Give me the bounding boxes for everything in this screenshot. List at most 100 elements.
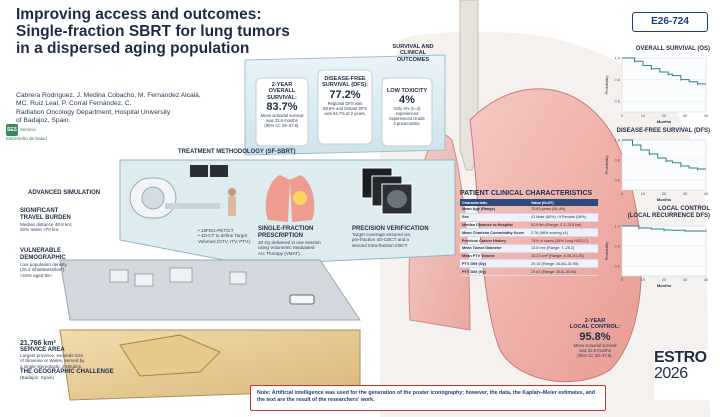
outcomes-heading: SURVIVAL AND CLINICAL OUTCOMES — [392, 44, 434, 63]
table-cell: 2.76 (96% scoring ≥1) — [529, 228, 598, 238]
os-chart-title: OVERALL SURVIVAL (OS) — [635, 46, 710, 52]
x-axis-label: Months — [657, 197, 672, 202]
x-tick-label: 10 — [641, 277, 646, 282]
os-card-title: 2-YEAR OVERALL SURVIVAL: — [267, 82, 297, 101]
ses-logo-text: Servicio Extremeño de Salud — [6, 127, 47, 141]
x-tick-label: 30 — [683, 113, 688, 118]
table-cell: Sex — [460, 213, 529, 222]
x-tick-label: 0 — [621, 113, 624, 118]
x-tick-label: 20 — [662, 191, 667, 196]
x-tick-label: 10 — [641, 113, 646, 118]
poster-title: Improving access and outcomes: Single-fr… — [16, 6, 290, 57]
table-row: PTV D99 (Gy)29.16 (Range: 26.86–31.95) — [460, 259, 598, 269]
ai-disclaimer-note: Note: Artificial intelligence was used f… — [250, 385, 606, 411]
geographic-subtitle: (Badajoz, Spain) — [20, 375, 54, 381]
demographic-block: VULNERABLE DEMOGRAPHIC Low population de… — [20, 248, 110, 278]
verification-block: PRECISION VERIFICATION Target coverage e… — [352, 226, 452, 248]
bus — [289, 294, 315, 305]
y-tick-label: 0.6 — [614, 264, 620, 269]
y-tick-label: 0.8 — [614, 77, 620, 82]
travel-desc: Median distance 48.8 km; 20% travel >70 … — [20, 222, 73, 233]
table-cell: Previous Cancer History — [460, 236, 529, 245]
ct-scanner — [129, 177, 220, 219]
x-tick-label: 40 — [704, 113, 709, 118]
local-control-block: 2-YEAR LOCAL CONTROL: 95.8% Mean actuari… — [550, 318, 640, 358]
service-area-value: 21,766 km² — [20, 340, 56, 347]
travel-title: SIGNIFICANT TRAVEL BURDEN — [20, 208, 71, 221]
patient-characteristics-table: PATIENT CLINICAL CHARACTERISTICS Charact… — [460, 190, 598, 277]
service-area-title: SERVICE AREA — [20, 347, 65, 353]
monitor-1 — [190, 165, 208, 177]
poster-code-badge: E26-724 — [632, 12, 708, 32]
x-axis-label: Months — [657, 283, 672, 288]
prescription-block: SINGLE-FRACTION PRESCRIPTION 30 Gy deliv… — [258, 226, 348, 256]
local-control-desc: Mean actuarial survival was 33.6 months … — [573, 342, 617, 358]
table-cell: Mean Age (Range) — [460, 206, 529, 214]
table-cell: PTV D69 (Gy) — [460, 267, 529, 277]
plot-area — [621, 57, 707, 113]
os-card-content: 2-YEAR OVERALL SURVIVAL: 83.7% Mean actu… — [256, 82, 308, 128]
plot-area — [621, 225, 707, 277]
y-axis-label: Probability — [604, 76, 609, 95]
table-cell: 41 Male (80%) / 9 Female (18%) — [529, 213, 598, 222]
monitor-2 — [210, 165, 228, 177]
dfs-card-value: 77.2% — [329, 88, 361, 101]
os-card — [255, 77, 309, 147]
travel-block: SIGNIFICANT TRAVEL BURDEN Median distanc… — [20, 208, 110, 233]
demographic-title: VULNERABLE DEMOGRAPHIC — [20, 248, 66, 261]
table-cell: 75.83 years (49–89) — [529, 206, 598, 214]
y-axis-label: Probability — [604, 242, 609, 261]
local-control-value: 95.8% — [579, 330, 611, 343]
table-cell: Median Distance to Hospital — [460, 221, 529, 230]
dfs-chart-title: DISEASE-FREE SURVIVAL (DFS) — [616, 128, 710, 134]
prescription-lungs — [265, 175, 315, 222]
x-tick-label: 20 — [662, 113, 667, 118]
tox-card — [381, 77, 433, 147]
table-cell: 52.9 km (Range: 2.1–215 km) — [529, 221, 598, 230]
y-tick-label: 1.0 — [614, 138, 620, 143]
x-tick-label: 20 — [662, 277, 667, 282]
y-tick-label: 0.6 — [614, 178, 620, 183]
table-cell: 29.16 (Range: 26.86–31.95) — [529, 259, 598, 269]
table-cell: Mean Tumor Diameter — [460, 244, 529, 253]
prescription-desc: 30 Gy delivered in one session using Vol… — [258, 240, 321, 256]
os-card-desc: Mean actuarial survival was 33.6 months … — [260, 113, 304, 129]
y-tick-label: 0.8 — [614, 244, 620, 249]
y-tick-label: 0.8 — [614, 158, 620, 163]
y-tick-label: 1.0 — [614, 224, 620, 229]
tox-card-title: LOW TOXICITY — [386, 88, 428, 94]
x-tick-label: 40 — [704, 191, 709, 196]
houses — [109, 267, 247, 287]
table-cell: Mean PTV Volume — [460, 252, 529, 261]
verification-desc: Target coverage ensured via pre-fraction… — [352, 232, 410, 248]
person-figure — [228, 188, 236, 216]
service-area-block: 21,766 km² SERVICE AREA Largest province… — [20, 340, 120, 381]
y-tick-label: 0.6 — [614, 99, 620, 104]
lc-chart-title: LOCAL CONTROL (LOCAL RECURRENCE DFS) — [627, 206, 710, 219]
estro-logo: ESTRO 2026 — [654, 350, 710, 400]
y-tick-label: 1.0 — [614, 56, 620, 61]
table-cell: PTV D99 (Gy) — [460, 259, 529, 269]
estro-logo-name: ESTRO — [654, 349, 707, 366]
estro-logo-year: 2026 — [654, 365, 688, 382]
table-cell: 29.67 (Range: 25.8–30.94) — [529, 267, 598, 277]
dfs-card-title: DISEASE-FREE SURVIVAL (DFS): — [322, 76, 368, 89]
tox-card-value: 4% — [399, 94, 415, 107]
dfs-card-content: DISEASE-FREE SURVIVAL (DFS): 77.2% Regio… — [318, 76, 372, 116]
table-cell: 70% of cases (38% Lung NSCLC) — [529, 236, 598, 245]
prescription-title: SINGLE-FRACTION PRESCRIPTION — [258, 226, 314, 239]
map-region — [119, 334, 221, 377]
tox-card-desc: Only 4% (n=2) experienced experienced Gr… — [389, 106, 425, 127]
demographic-desc: Low population density (26.3 inhabitants… — [20, 262, 67, 278]
service-area-desc: Largest province, exceeds size of Sloven… — [20, 353, 85, 369]
x-axis-label: Months — [657, 119, 672, 124]
x-tick-label: 0 — [621, 277, 624, 282]
table-cell: 13.5 mm (Range: 7–28.2) — [529, 244, 598, 253]
